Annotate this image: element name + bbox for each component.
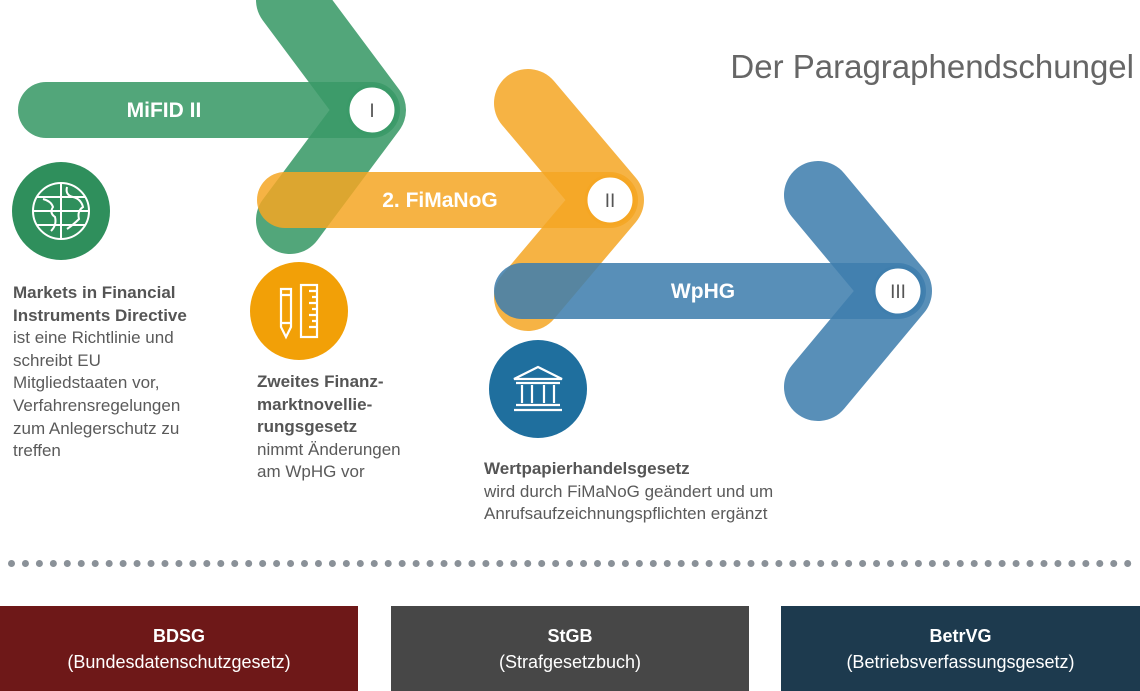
- numeral-circle-iii: [872, 265, 924, 317]
- law-box-bdsg: BDSG (Bundesdatenschutzgesetz): [0, 606, 358, 691]
- mifid-text: ist eine Richtlinie und schreibt EU Mitg…: [13, 328, 181, 461]
- numeral-circle-i: [346, 84, 398, 136]
- numeral-i: I: [369, 101, 374, 122]
- fimanog-description: Zweites Finanz- marktnovellie- rungsgese…: [257, 371, 457, 484]
- globe-icon: [12, 162, 110, 260]
- pencil-ruler-icon: [250, 262, 348, 360]
- arrow-label-mifid: MiFID II: [127, 99, 202, 122]
- fimanog-text: nimmt Änderungen am WpHG vor: [257, 439, 401, 482]
- mifid-heading: Markets in Financial Instruments Directi…: [13, 283, 187, 325]
- law-full-bdsg: (Bundesdatenschutzgesetz): [67, 651, 291, 672]
- page-title: Der Paragraphendschungel: [730, 48, 1134, 85]
- dotted-separator: [8, 560, 1132, 567]
- numeral-circle-ii: [584, 174, 636, 226]
- bank-building-icon: [489, 340, 587, 438]
- mifid-description: Markets in Financial Instruments Directi…: [13, 282, 243, 463]
- law-abbr-bdsg: BDSG: [152, 625, 205, 646]
- law-box-betrvg: BetrVG (Betriebsverfassungsgesetz): [781, 606, 1140, 691]
- law-full-betrvg: (Betriebsverfassungsgesetz): [846, 651, 1075, 672]
- arrow-label-fimanog: 2. FiMaNoG: [382, 189, 498, 212]
- wphg-heading: Wertpapierhandelsgesetz: [484, 459, 690, 478]
- law-box-stgb: StGB (Strafgesetzbuch): [391, 606, 749, 691]
- wphg-text: wird durch FiMaNoG geändert und um Anruf…: [484, 481, 774, 524]
- numeral-iii: III: [890, 282, 906, 303]
- law-abbr-betrvg: BetrVG: [929, 625, 992, 646]
- law-abbr-stgb: StGB: [547, 625, 593, 646]
- numeral-ii: II: [605, 191, 616, 212]
- law-full-stgb: (Strafgesetzbuch): [498, 651, 642, 672]
- wphg-description: Wertpapierhandelsgesetz wird durch FiMaN…: [484, 458, 884, 526]
- arrow-diagram: MiFID II I 2. FiMaNoG II WpHG III: [18, 0, 932, 421]
- fimanog-heading: Zweites Finanz- marktnovellie- rungsgese…: [257, 372, 384, 437]
- arrow-label-wphg: WpHG: [671, 280, 735, 303]
- arrow-wphg: WpHG III: [494, 161, 932, 421]
